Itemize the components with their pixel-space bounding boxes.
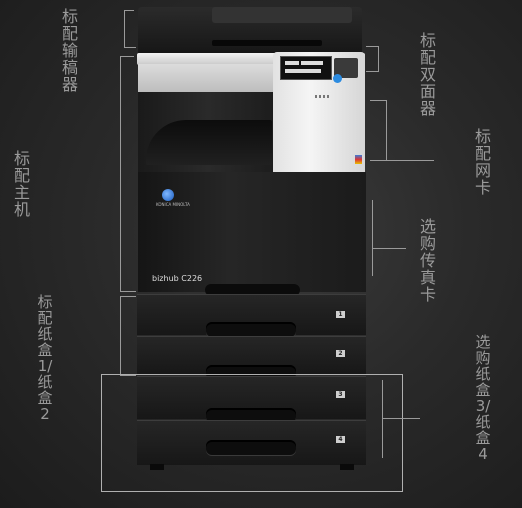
fax-pointer-v (372, 200, 373, 276)
tray12-bracket (120, 296, 121, 376)
duplex-bracket-bottom (366, 71, 379, 72)
duplex-bracket (378, 46, 379, 72)
tray-4-number: 4 (336, 436, 345, 443)
model-name: bizhub C226 (152, 274, 203, 283)
keypad (334, 58, 358, 78)
touch-screen (280, 56, 332, 80)
label-tray12: 标配纸盒1/纸盒2 (37, 293, 53, 423)
tray-2-number: 2 (336, 350, 345, 357)
tray34-pointer-h (382, 418, 420, 419)
foot-right (340, 464, 354, 470)
tray12-bracket-top (120, 296, 136, 297)
label-tray34: 选购纸盒3/纸盒4 (475, 333, 491, 463)
main-body (138, 172, 366, 292)
adf-bracket (124, 10, 125, 48)
front-handle (205, 284, 300, 296)
adf-slot (212, 40, 322, 46)
label-duplex: 标配双面器 (419, 31, 436, 118)
duplex-bracket-top (366, 46, 379, 47)
label-adf: 标配输稿器 (61, 7, 78, 94)
output-tray (146, 120, 272, 165)
tray-3-number: 3 (336, 391, 345, 398)
brand-name: KONICA MINOLTA (156, 202, 190, 207)
start-button (333, 74, 342, 83)
fax-pointer-h (372, 248, 406, 249)
tray-1-handle (206, 322, 296, 337)
label-network: 标配网卡 (474, 127, 491, 197)
tray12-bracket-bottom (120, 375, 136, 376)
main-bracket (120, 56, 121, 292)
tray-1-number: 1 (336, 311, 345, 318)
upper-frame (138, 64, 278, 92)
network-pointer-v (386, 100, 387, 160)
network-pointer-h (370, 160, 434, 161)
brand-logo (162, 189, 174, 201)
status-leds (315, 95, 329, 98)
adf-bracket-top (124, 10, 134, 11)
color-badge (355, 155, 362, 164)
label-fax: 选购传真卡 (419, 217, 436, 304)
adf-tray (212, 7, 352, 23)
foot-left (150, 464, 164, 470)
tray-3-handle (206, 408, 296, 423)
main-bracket-top (120, 56, 134, 57)
tray-4-handle (206, 440, 296, 455)
tray34-pointer (382, 380, 383, 458)
adf-bracket-bottom (124, 47, 136, 48)
label-main: 标配主机 (13, 149, 30, 219)
network-pointer-top (370, 100, 387, 101)
tray34-highlight-box (101, 374, 403, 492)
main-bracket-bottom (120, 291, 136, 292)
